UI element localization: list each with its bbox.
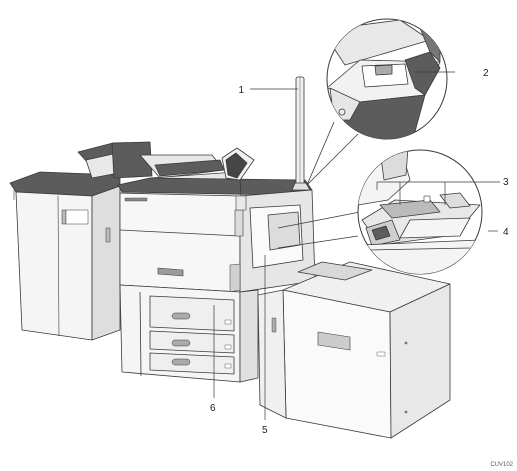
callout-labels: 1 2 3 4 5 6 CUV102 [210, 68, 514, 468]
figure-code: CUV102 [490, 462, 513, 468]
callout-1: 1 [238, 85, 244, 96]
status-light-pole [291, 76, 311, 191]
callout-3: 3 [503, 177, 509, 188]
large-capacity-tray [257, 261, 451, 439]
control-panel [221, 147, 255, 211]
leader-line-3 [376, 181, 500, 190]
printer-main-body [117, 177, 316, 293]
callout-4: 4 [503, 227, 509, 238]
callout-2: 2 [483, 68, 489, 79]
callout-5: 5 [262, 425, 268, 436]
paper-tray-unit [119, 284, 259, 383]
left-unit [9, 171, 121, 341]
callout-6: 6 [210, 403, 216, 414]
detail-circle-bypass [277, 149, 483, 275]
leader-lines [213, 71, 500, 420]
